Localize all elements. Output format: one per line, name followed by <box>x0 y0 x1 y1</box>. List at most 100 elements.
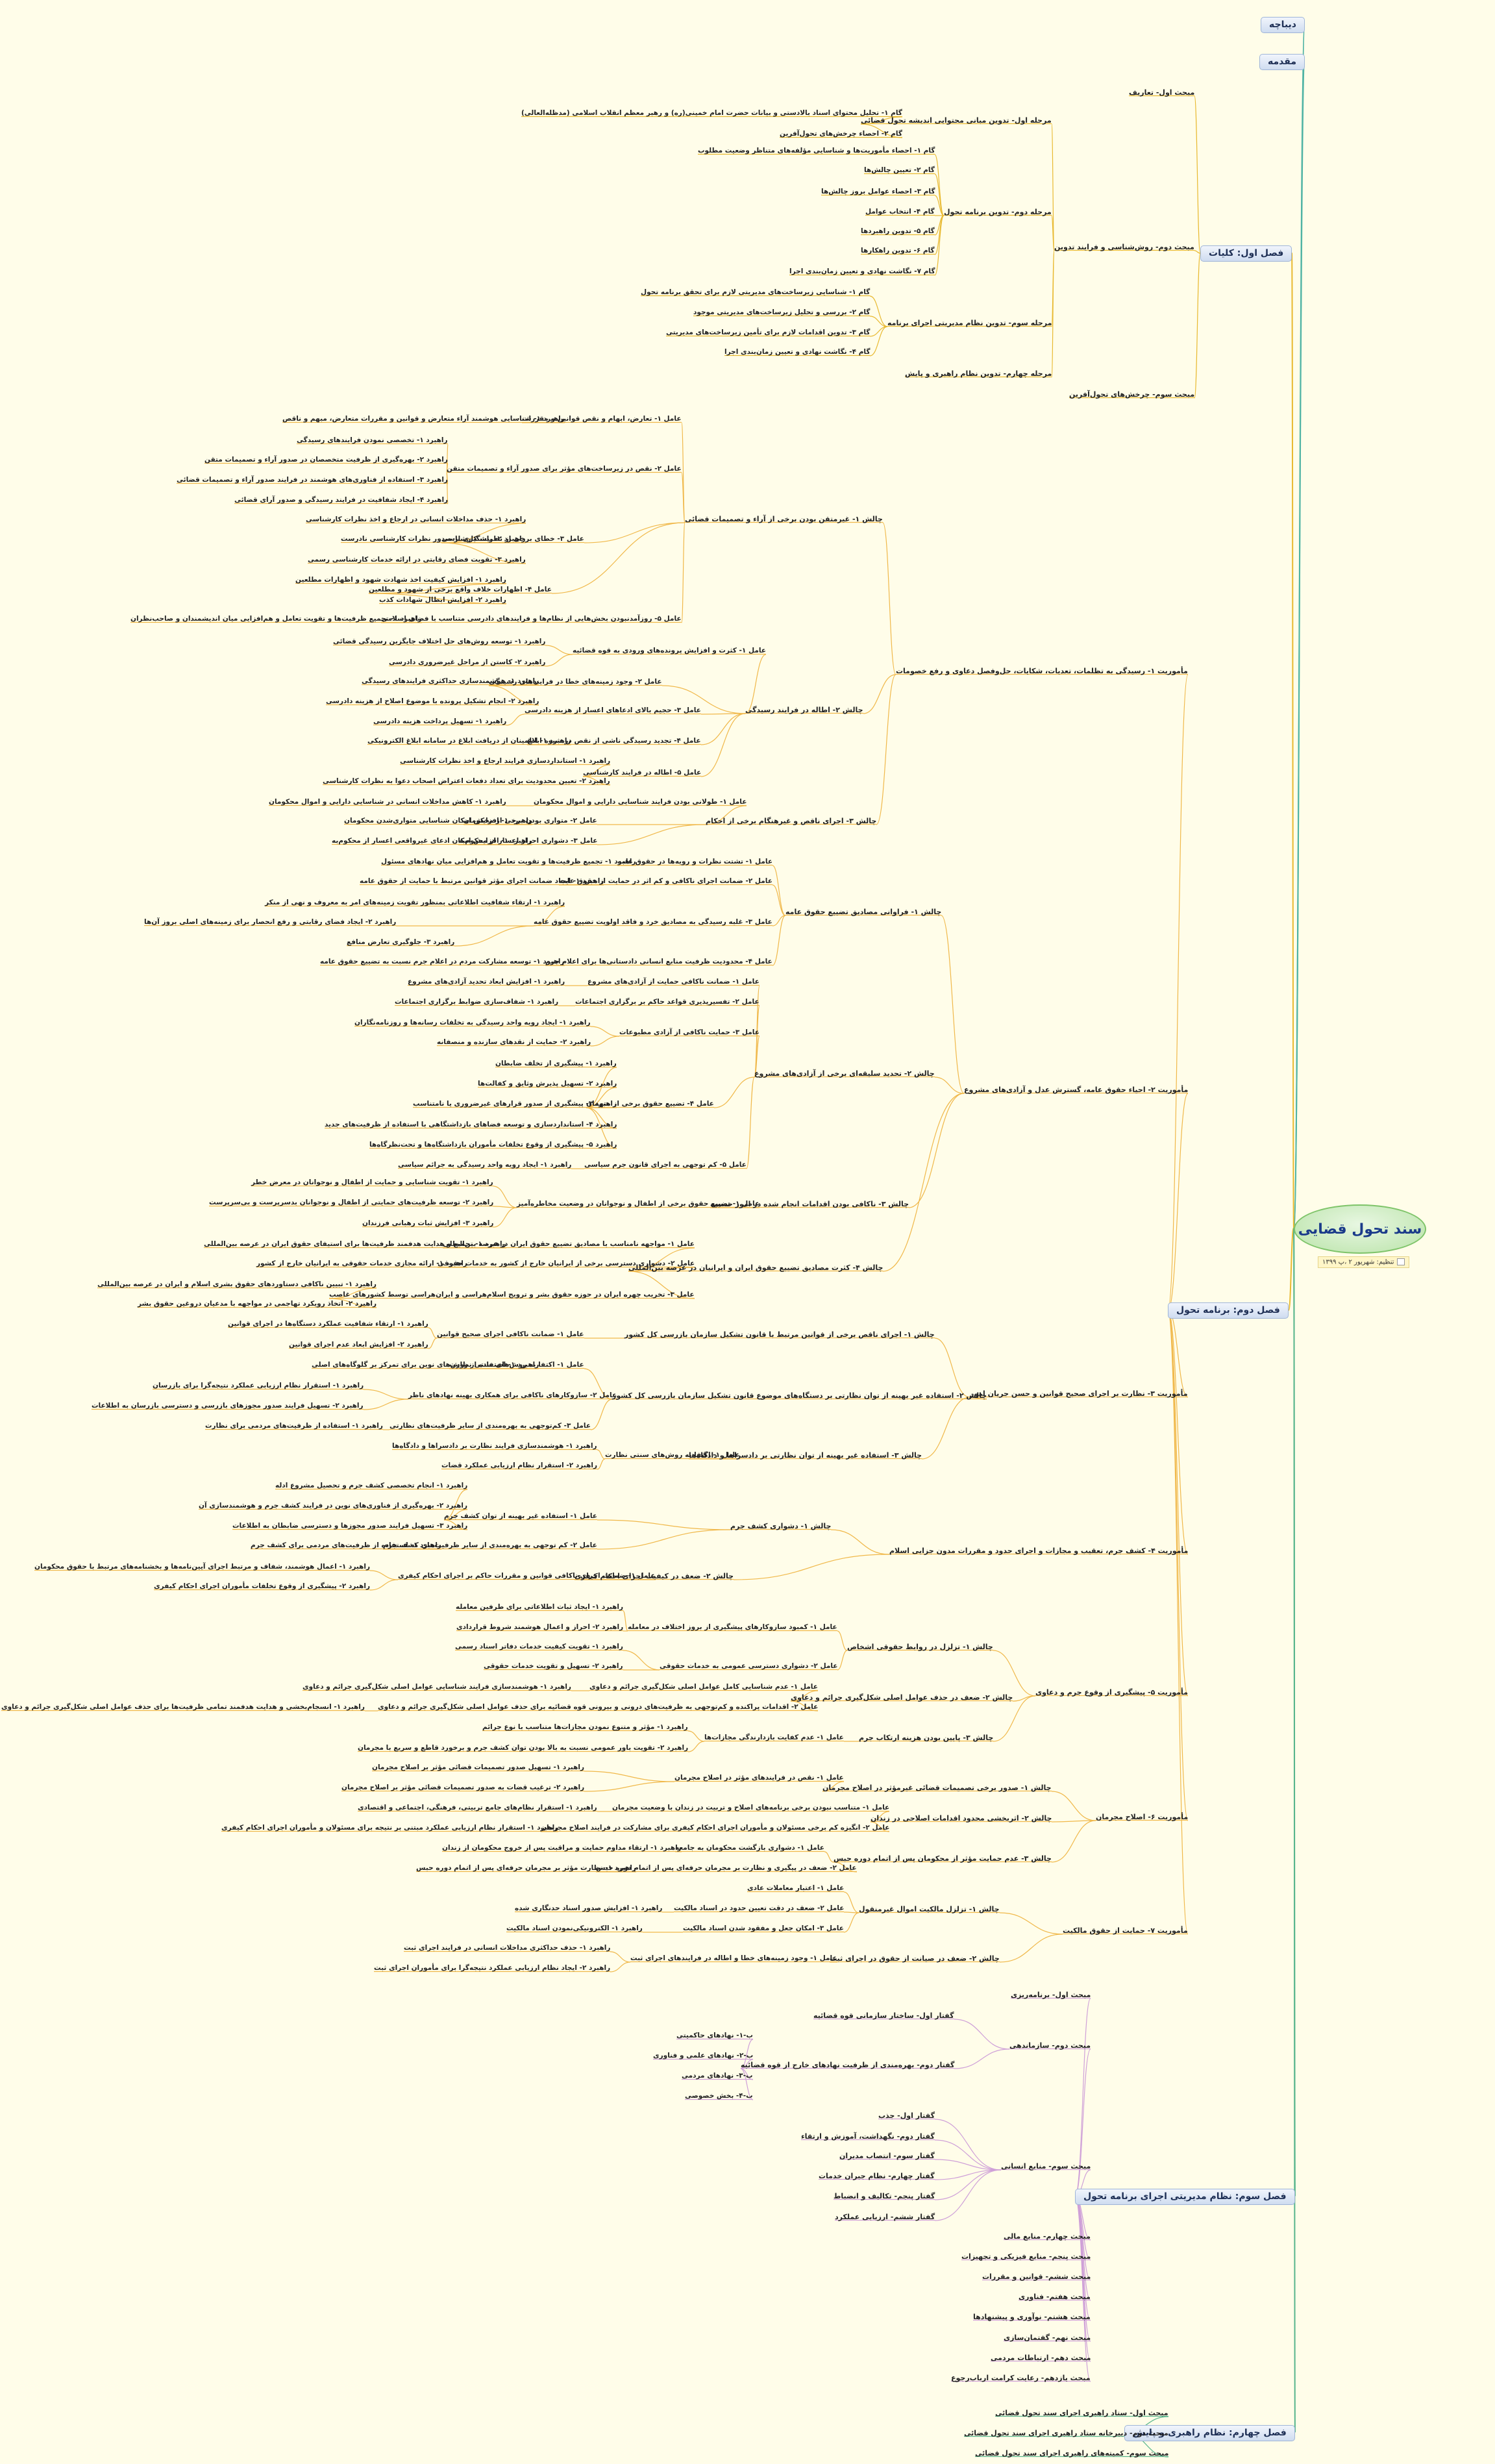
topic-ch2-e2c1[interactable]: راهبرد ۱- استفاده از ظرفیت‌های مردمی برا… <box>205 1421 383 1430</box>
section-sections-ch2[interactable]: فصل دوم: برنامه تحول <box>1168 1302 1289 1319</box>
topic-ch2-h2a[interactable]: عامل ۱- متناسب نبودن برخی برنامه‌های اصل… <box>612 1803 890 1811</box>
topic-ch2-i2a2[interactable]: راهبرد ۲- ایجاد نظام ارزیابی عملکرد نتیج… <box>374 1963 611 1972</box>
topic-ch2-d4c[interactable]: عامل ۳- تخریب چهره ایران در حوزه حقوق بش… <box>329 1290 695 1299</box>
topic-ch2-c3c[interactable]: عامل ۳- دشواری احراز اعسار از محکوم‌به <box>458 836 598 845</box>
topic-ch2-c1c1[interactable]: راهبرد ۱- حذف مداخلات انسانی در ارجاع و … <box>306 515 526 523</box>
topic-ch2-i1c[interactable]: عامل ۳- امکان جعل و مفقود شدن اسناد مالک… <box>683 1924 844 1932</box>
topic-ch2-c1d2[interactable]: راهبرد ۲- افزایش ابطال شهادات کذب <box>379 595 506 604</box>
topic-ch2-i2[interactable]: چالش ۲- ضعف در صیانت از حقوق در اجرای ثب… <box>830 1954 1000 1963</box>
topic-ch2-d1[interactable]: چالش ۱- فراوانی مصادیق تضییع حقوق عامه <box>785 907 942 916</box>
topic-ch2-e2b[interactable]: عامل ۲- سازوکارهای ناکافی برای همکاری به… <box>408 1391 617 1399</box>
topic-ch2-f1b[interactable]: عامل ۲- کم توجهی به بهره‌مندی از سایر ظر… <box>383 1541 597 1549</box>
topic-ch2-d2a1[interactable]: راهبرد ۱- افزایش ابعاد تحدید آزادی‌های م… <box>408 977 565 986</box>
topic-ch2-g1b[interactable]: عامل ۲- دشواری دسترسی عمومی به خدمات حقو… <box>660 1661 838 1670</box>
topic-ch2-i1b[interactable]: عامل ۲- ضعف در دقت تعیین حدود در اسناد م… <box>674 1904 845 1912</box>
topic-ch2-c1d1[interactable]: راهبرد ۱- افزایش کیفیت اخذ شهادت شهود و … <box>295 575 506 584</box>
topic-ch2-c3[interactable]: چالش ۳- اجرای ناقص و غیرهنگام برخی از اح… <box>706 816 877 825</box>
topic-ch4-s2[interactable]: مبحث دوم- دبیرخانه ستاد راهبری اجرای سند… <box>964 2428 1168 2437</box>
topic-ch1-m3[interactable]: مرحله سوم- تدوین نظام مدیریتی اجرای برنا… <box>887 318 1052 327</box>
topic-ch3-s2b2[interactable]: ب-۲- نهادهای علمی و فناوری <box>653 2051 754 2060</box>
topic-ch2-d2d5[interactable]: راهبرد ۵- پیشگیری از وقوع تخلفات مأموران… <box>369 1140 617 1149</box>
topic-ch3-s3d[interactable]: گفتار چهارم- نظام جبران خدمات <box>819 2171 935 2180</box>
topic-ch2-d3a1[interactable]: راهبرد ۱- تقویت شناسایی و حمایت از اطفال… <box>251 1178 493 1186</box>
topic-ch3-s4[interactable]: مبحث چهارم- منابع مالی <box>1004 2232 1091 2241</box>
topic-ch1-m4[interactable]: مرحله چهارم- تدوین نظام راهبری و پایش <box>905 369 1052 378</box>
topic-ch2-d3a3[interactable]: راهبرد ۳- افزایش ثبات رهبانی فرزندان <box>362 1219 494 1227</box>
topic-ch2-h3b[interactable]: عامل ۲- ضعف در پیگیری و نظارت بر مجرمان … <box>596 1863 857 1872</box>
topic-ch2-c3c1[interactable]: راهبرد ۱- افزایش امکان ادعای غیرواقعی اع… <box>332 836 532 845</box>
topic-ch2-e1a[interactable]: عامل ۱- ضمانت ناکافی اجرای صحیح قوانین <box>437 1330 584 1338</box>
topic-ch4-s1[interactable]: مبحث اول- ستاد راهبری اجرای سند تحول قضا… <box>995 2408 1168 2417</box>
topic-ch3-s2a[interactable]: گفتار اول- ساختار سازمانی قوه قضائیه <box>813 2011 954 2020</box>
topic-ch3-s2b[interactable]: گفتار دوم- بهره‌مندی از ظرفیت نهادهای خا… <box>741 2060 955 2069</box>
topic-ch2-c1e[interactable]: عامل ۵- روزآمدنبودن بخش‌هایی از نظام‌ها … <box>381 614 682 623</box>
topic-ch2-e3a[interactable]: عامل ۱- اکتفا به روش‌های سنتی نظارت <box>605 1450 740 1459</box>
topic-ch2-d1d[interactable]: عامل ۴- محدودیت ظرفیت منابع انسانی دادست… <box>545 957 772 965</box>
topic-ch2-c3a1[interactable]: راهبرد ۱- کاهش مداخلات انسانی در شناسایی… <box>269 797 506 806</box>
topic-ch2-d1d1[interactable]: راهبرد ۱- توسعه مشارکت مردم در اعلام جرم… <box>320 957 565 965</box>
topic-ch2-c1[interactable]: چالش ۱- غیرمتقن بودن برخی از آراء و تصمی… <box>685 514 883 523</box>
topic-ch2-h2b[interactable]: عامل ۲- انگیزه کم برخی مسئولان و مأموران… <box>541 1823 890 1832</box>
topic-ch2-d4a1[interactable]: راهبرد ۱- تجمیع و هدایت هدفمند ظرفیت‌ها … <box>204 1239 506 1248</box>
topic-ch3-s1[interactable]: مبحث اول- برنامه‌ریزی <box>1011 1990 1091 1999</box>
topic-ch2-e1a2[interactable]: راهبرد ۲- افزایش ابعاد عدم اجرای قوانین <box>289 1340 428 1349</box>
topic-ch2-e3[interactable]: چالش ۳- استفاده غیر بهینه از توان نظارتی… <box>689 1450 922 1460</box>
topic-ch2-d1c[interactable]: عامل ۳- غلبه رسیدگی به مصادیق خرد و فاقد… <box>534 917 772 926</box>
topic-ch2-c1b1[interactable]: راهبرد ۱- تخصصی نمودن فرایندهای رسیدگی <box>297 436 448 444</box>
topic-ch2-mission3[interactable]: مأموریت ۳- نظارت بر اجرای صحیح قوانین و … <box>970 1389 1188 1398</box>
topic-ch2-e1a1[interactable]: راهبرد ۱- ارتقاء شفافیت عملکرد دستگاه‌ها… <box>228 1319 428 1328</box>
topic-ch2-c2a1[interactable]: راهبرد ۱- توسعه روش‌های حل اختلاف جایگزی… <box>333 637 546 645</box>
topic-ch2-g2a1[interactable]: راهبرد ۱- هوشمندسازی فرایند شناسایی عوام… <box>303 1682 571 1691</box>
topic-ch3-s2b4[interactable]: ب-۴- بخش خصوصی <box>685 2091 753 2100</box>
topic-ch2-d2b[interactable]: عامل ۲- تفسیرپذیری قواعد حاکم بر برگزاری… <box>575 997 760 1006</box>
topic-ch2-c2b1[interactable]: راهبرد ۱- هوشمندسازی حداکثری فرایندهای ر… <box>362 677 539 685</box>
topic-ch2-c2[interactable]: چالش ۲- اطاله در فرایند رسیدگی <box>745 705 863 714</box>
topic-ch1-m2g[interactable]: گام ۷- نگاشت نهادی و تعیین زمان‌بندی اجر… <box>789 267 935 275</box>
topic-ch2-c2d[interactable]: عامل ۴- تجدید رسیدگی ناشی از نقص در شیوه… <box>527 736 701 745</box>
topic-ch2-d2a[interactable]: عامل ۱- ضمانت ناکافی حمایت از آزادی‌های … <box>587 977 760 986</box>
topic-ch4-s3[interactable]: مبحث سوم- کمیته‌های راهبری اجرای سند تحو… <box>975 2448 1169 2458</box>
topic-ch2-f1a2[interactable]: راهبرد ۲- بهره‌گیری از فناوری‌های نوین د… <box>199 1501 468 1510</box>
topic-ch2-d2d3[interactable]: راهبرد ۳- پیشگیری از صدور قرارهای غیرضرو… <box>413 1099 617 1108</box>
topic-ch2-h1[interactable]: چالش ۱- صدور برخی تصمیمات قضائی غیرمؤثر … <box>822 1783 1052 1792</box>
topic-ch1-m2b[interactable]: گام ۲- تعیین چالش‌ها <box>864 166 935 174</box>
topic-ch2-h3a[interactable]: عامل ۱- دشواری بازگشت محکومان به جامعه <box>675 1843 824 1852</box>
topic-ch2-d2[interactable]: چالش ۲- تحدید سلیقه‌ای برخی از آزادی‌های… <box>754 1069 935 1078</box>
topic-ch2-d2d2[interactable]: راهبرد ۲- تسهیل پذیرش وثایق و کفالت‌ها <box>478 1079 617 1088</box>
topic-ch2-d4[interactable]: چالش ۴- کثرت مصادیق تضییع حقوق ایران و ا… <box>628 1263 883 1272</box>
topic-ch2-e2a[interactable]: عامل ۱- اکتفا به روش‌های سنتی نظارت <box>449 1360 584 1369</box>
topic-ch2-i2a1[interactable]: راهبرد ۱- حذف حداکثری مداخلات انسانی در … <box>404 1943 611 1952</box>
topic-ch2-g2b1[interactable]: راهبرد ۱- انسجام‌بخشی و هدایت هدفمند تما… <box>1 1702 365 1711</box>
topic-ch1-m1b[interactable]: گام ۲- احصاء چرخش‌های تحول‌آفرین <box>780 129 902 138</box>
topic-ch3-s8[interactable]: مبحث هشتم- نوآوری و پیشنهادها <box>973 2312 1091 2321</box>
topic-ch1-m2d[interactable]: گام ۴- انتخاب عوامل <box>865 207 935 216</box>
topic-ch2-h2a1[interactable]: راهبرد ۱- استقرار نظام‌های جامع تربیتی، … <box>358 1803 597 1811</box>
topic-ch2-g1a1[interactable]: راهبرد ۱- ایجاد ثبات اطلاعاتی برای طرفین… <box>456 1602 624 1611</box>
topic-ch2-d2c2[interactable]: راهبرد ۲- حمایت از نقدهای سازنده و منصفا… <box>437 1038 591 1046</box>
topic-ch2-c2c1[interactable]: راهبرد ۱- تسهیل پرداخت هزینه دادرسی <box>373 717 507 725</box>
topic-ch2-c1b3[interactable]: راهبرد ۳- استفاده از فناوری‌های هوشمند د… <box>177 475 448 484</box>
topic-ch2-d3[interactable]: چالش ۳- ناکافی بودن اقدامات انجام شده در… <box>710 1199 909 1208</box>
topic-ch2-f1a[interactable]: عامل ۱- استفاده غیر بهینه از توان کشف جر… <box>444 1512 597 1520</box>
section-sections-intro[interactable]: مقدمه <box>1259 53 1305 70</box>
topic-ch2-f2a2[interactable]: راهبرد ۲- پیشگیری از وقوع تخلفات مأموران… <box>154 1582 370 1590</box>
topic-ch2-e3a1[interactable]: راهبرد ۱- هوشمندسازی فرایند نظارت بر داد… <box>392 1441 597 1450</box>
topic-ch1-m1a[interactable]: گام ۱- تحلیل محتوای اسناد بالادستی و بیا… <box>521 108 902 117</box>
topic-ch2-d2d4[interactable]: راهبرد ۴- استانداردسازی و توسعه فضاهای ب… <box>325 1120 617 1128</box>
topic-ch2-f2[interactable]: چالش ۲- ضعف در کیفیت اجرای احکام کیفری <box>575 1571 734 1580</box>
topic-ch2-h2[interactable]: چالش ۲- اثربخشی محدود اقدامات اصلاحی در … <box>871 1813 1052 1823</box>
topic-ch2-g1[interactable]: چالش ۱- تزلزل در روابط حقوقی اشخاص <box>847 1642 993 1651</box>
topic-ch3-s5[interactable]: مبحث پنجم- منابع فیزیکی و تجهیزات <box>961 2252 1091 2261</box>
topic-ch2-i1[interactable]: چالش ۱- تزلزل مالکیت اموال غیرمنقول <box>859 1904 1000 1913</box>
topic-ch2-g2[interactable]: چالش ۲- ضعف در حذف عوامل اصلی شکل‌گیری ج… <box>791 1693 1013 1702</box>
topic-ch2-f1b1[interactable]: راهبرد ۱- استفاده از ظرفیت‌های مردمی برا… <box>251 1541 441 1549</box>
topic-ch2-d1c3[interactable]: راهبرد ۳- جلوگیری تعارض منافع <box>347 938 455 946</box>
topic-ch2-d4a[interactable]: عامل ۱- مواجهه نامناسب با مصادیق تضییع ح… <box>443 1239 695 1248</box>
topic-ch2-d1c2[interactable]: راهبرد ۲- ایجاد فضای رقابتی و رفع انحصار… <box>144 917 397 926</box>
topic-ch2-e2b1[interactable]: راهبرد ۱- استقرار نظام ارزیابی عملکرد نت… <box>153 1381 364 1389</box>
topic-ch2-h3b1[interactable]: راهبرد ۱- نظارت مؤثر بر مجرمان حرفه‌ای پ… <box>416 1863 636 1872</box>
topic-ch3-s6[interactable]: مبحث ششم- قوانین و مقررات <box>982 2272 1091 2281</box>
topic-ch2-d4b[interactable]: عامل ۲- دشواری دسترسی برخی از ایرانیان خ… <box>438 1259 695 1267</box>
topic-ch2-g1b1[interactable]: راهبرد ۱- تقویت کیفیت خدمات دفاتر اسناد … <box>455 1642 623 1650</box>
topic-ch2-g2a[interactable]: عامل ۱- عدم شناسایی کامل عوامل اصلی شکل‌… <box>589 1682 818 1691</box>
